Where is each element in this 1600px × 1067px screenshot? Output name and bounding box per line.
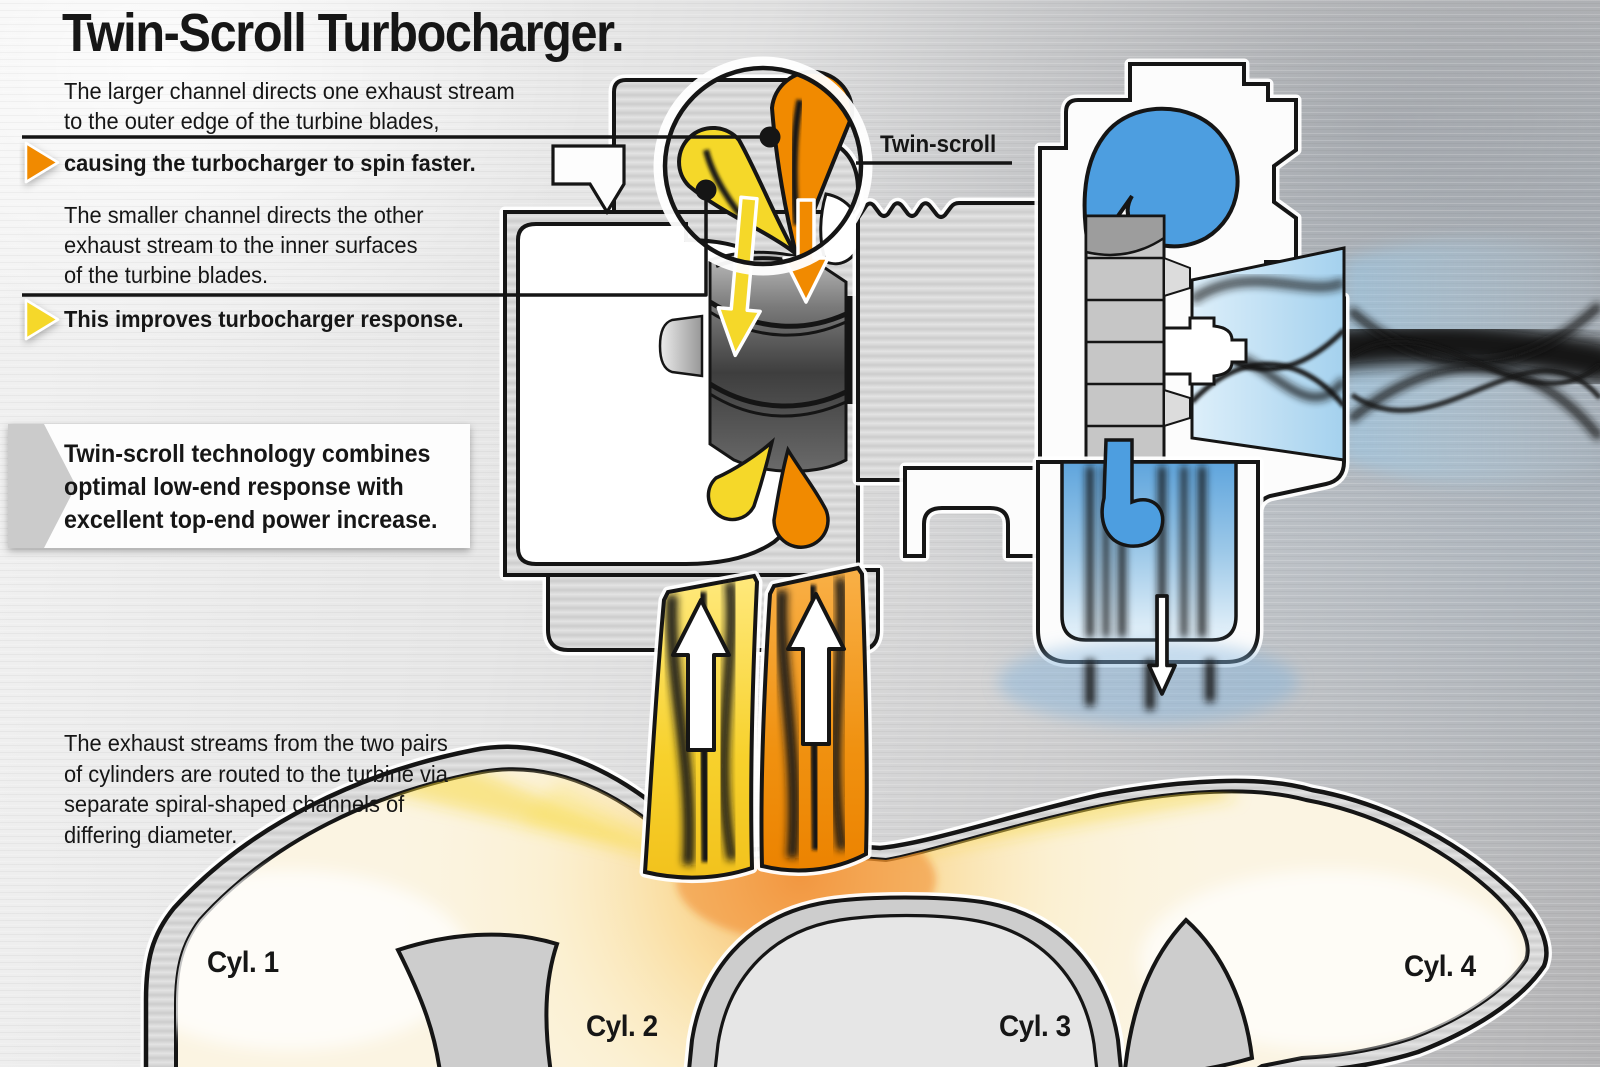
note-smaller-line-2: exhaust stream to the inner surfaces bbox=[64, 232, 418, 258]
manifold-line-2: of cylinders are routed to the turbine v… bbox=[64, 760, 448, 787]
compressor-volute-bottom bbox=[1100, 438, 1165, 548]
collector-arch bbox=[688, 898, 1122, 1067]
shaft-nut bbox=[1162, 316, 1248, 386]
bearing-housing bbox=[858, 203, 1040, 556]
note-smaller-line-1: The smaller channel directs the other bbox=[64, 202, 424, 228]
note-manifold: The exhaust streams from the two pairs o… bbox=[64, 728, 448, 850]
note-smaller-line-3: of the turbine blades. bbox=[64, 262, 269, 288]
manifold-line-4: differing diameter. bbox=[64, 821, 238, 848]
label-cyl-2: Cyl. 2 bbox=[586, 1010, 658, 1043]
wastegate-channel bbox=[551, 144, 626, 216]
leader-dot-orange bbox=[759, 126, 781, 148]
marker-triangles bbox=[24, 141, 60, 341]
note-larger-line-2: to the outer edge of the turbine blades, bbox=[64, 108, 440, 134]
note-larger-channel: The larger channel directs one exhaust s… bbox=[64, 76, 515, 136]
outlet-duct bbox=[998, 438, 1298, 724]
note-larger-emphasis: causing the turbocharger to spin faster. bbox=[64, 150, 476, 176]
page-title: Twin-Scroll Turbocharger. bbox=[62, 3, 625, 63]
label-cyl-3: Cyl. 3 bbox=[999, 1010, 1071, 1043]
leader-dot-yellow bbox=[695, 179, 717, 201]
compressor-volute-top bbox=[1082, 106, 1240, 264]
exhaust-risers bbox=[645, 568, 867, 878]
yellow-marker-triangle bbox=[24, 298, 60, 341]
banner-line-1: Twin-scroll technology combines bbox=[64, 440, 431, 468]
banner-line-2: optimal low-end response with bbox=[64, 473, 404, 501]
manifold-line-1: The exhaust streams from the two pairs bbox=[64, 730, 448, 756]
manifold-line-3: separate spiral-shaped channels of bbox=[64, 791, 405, 817]
summary-banner bbox=[8, 424, 470, 548]
runner-divider-left bbox=[395, 932, 560, 1067]
summary-banner-text: Twin-scroll technology combines optimal … bbox=[64, 438, 437, 537]
label-twin-scroll: Twin-scroll bbox=[880, 131, 997, 158]
banner-chevron bbox=[8, 424, 76, 548]
magnifier-circle bbox=[662, 65, 864, 267]
compressor-wheel bbox=[1084, 214, 1191, 464]
exhaust-exit-drops bbox=[706, 437, 830, 549]
note-smaller-channel: The smaller channel directs the other ex… bbox=[64, 200, 424, 290]
note-smaller-emphasis: This improves turbocharger response. bbox=[64, 306, 464, 332]
label-cyl-4: Cyl. 4 bbox=[1404, 950, 1476, 983]
magnifier-halo bbox=[653, 56, 873, 276]
compressor-housing bbox=[998, 64, 1344, 724]
runner-divider-right bbox=[1123, 917, 1255, 1067]
note-larger-line-1: The larger channel directs one exhaust s… bbox=[64, 78, 515, 104]
banner-line-3: excellent top-end power increase. bbox=[64, 506, 438, 534]
orange-marker-triangle bbox=[24, 141, 60, 184]
label-cyl-1: Cyl. 1 bbox=[207, 946, 279, 979]
leader-lines bbox=[22, 126, 1012, 297]
twin-scroll-detail bbox=[653, 56, 873, 359]
